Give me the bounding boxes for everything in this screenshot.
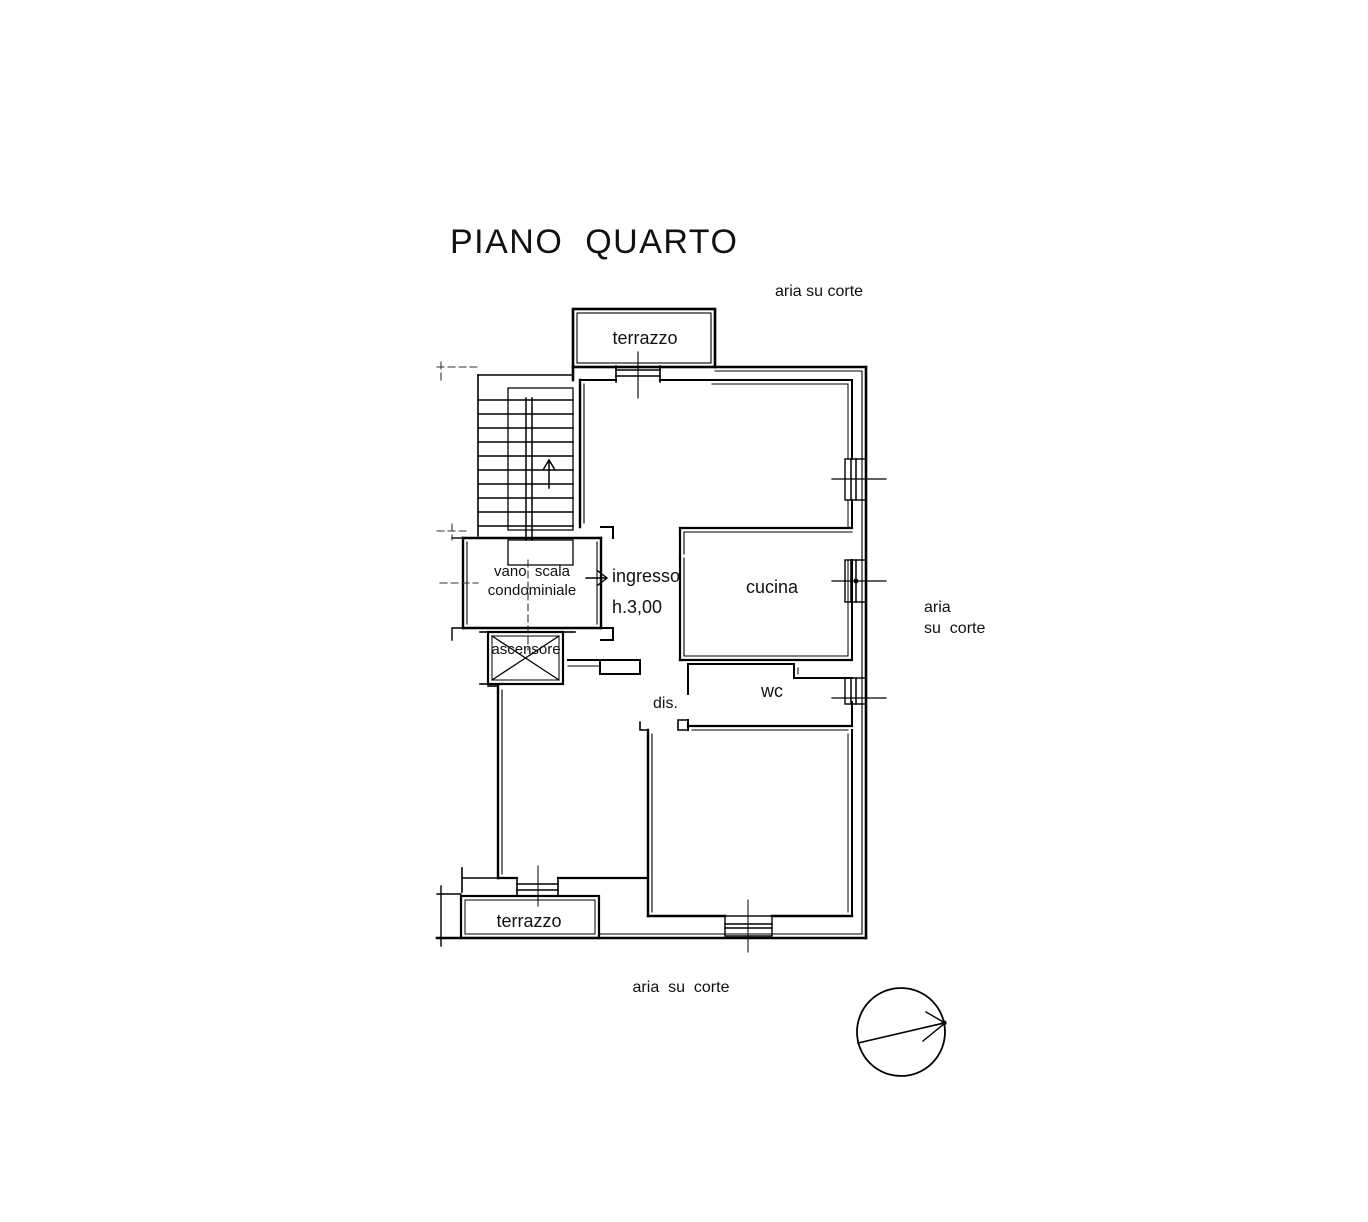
label-aria-su-corte-bottom: aria su corte: [632, 979, 730, 996]
lower-right-room-walls: [639, 721, 854, 918]
wc-room-walls: [677, 663, 854, 731]
label-terrazzo-top: terrazzo: [612, 328, 678, 348]
window-right-lower: [831, 677, 887, 705]
label-dis: dis.: [653, 695, 678, 712]
page-title: PIANO QUARTO: [450, 223, 739, 261]
label-cucina: cucina: [745, 577, 799, 597]
entry-door-arrow: [585, 570, 609, 586]
ingresso-walls: [578, 378, 854, 560]
label-aria-su-corte-top: aria su corte: [775, 283, 864, 300]
lower-left-room-walls: [461, 684, 650, 893]
elevator-shaft: [479, 630, 576, 686]
cucina-room-walls: [678, 556, 854, 662]
stairwell-block: [477, 374, 574, 566]
label-vano-scala-line2: condominiale: [487, 582, 577, 599]
terrazzo-top-outline: [571, 307, 717, 369]
window-bottom: [724, 899, 773, 953]
compass-rose: [856, 987, 947, 1077]
label-aria-right-line2: su corte: [924, 620, 986, 637]
door-terrazzo-bottom: [516, 865, 559, 907]
label-ingresso: ingresso: [612, 566, 681, 586]
window-right-upper: [831, 458, 887, 501]
label-wc: wc: [761, 681, 783, 701]
window-right-middle: [831, 559, 887, 603]
door-terrazzo-top: [615, 351, 661, 399]
label-aria-right-line1: aria: [924, 599, 951, 616]
label-ascensore: ascensore: [491, 641, 561, 658]
axis-lines: [436, 361, 529, 651]
label-ingresso-height: h.3,00: [612, 597, 663, 617]
label-vano-scala-line1: vano scala: [494, 563, 570, 580]
terrazzo-bottom-outline: [436, 885, 601, 947]
label-terrazzo-bottom: terrazzo: [496, 911, 562, 931]
dis-corridor-stub: [567, 659, 641, 675]
